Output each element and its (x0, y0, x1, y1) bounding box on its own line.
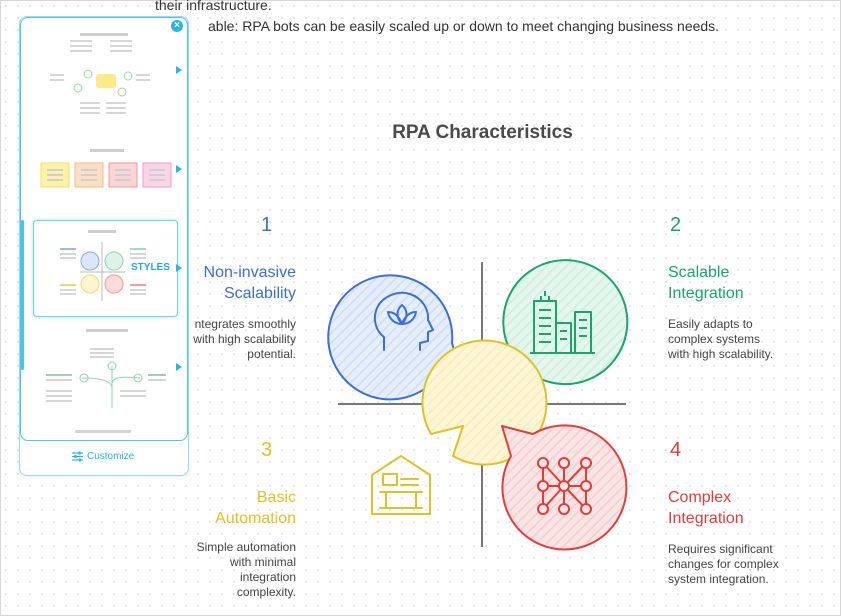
item-2-title-line: Integration (668, 285, 744, 302)
item-3-title-line: Basic (256, 489, 296, 506)
item-2-desc-line: Easily adapts to (668, 317, 753, 331)
style-thumbnail-3-selected[interactable] (33, 220, 178, 317)
item-1-desc-line: with high scalability (193, 332, 296, 346)
item-4-number: 4 (670, 439, 682, 461)
body-text-line: able: RPA bots can be easily scaled up o… (208, 18, 720, 34)
item-3-desc-line: complexity. (236, 585, 296, 599)
item-2-description: Easily adapts to complex systems with hi… (668, 317, 828, 362)
styles-label[interactable]: STYLES (131, 262, 170, 273)
item-4-desc-line: Requires significant (668, 542, 773, 556)
buildings-icon (530, 291, 595, 354)
item-3-desc-line: integration (239, 570, 296, 584)
style-thumbnail-2[interactable] (38, 145, 173, 195)
close-icon[interactable]: × (171, 20, 183, 32)
network-nodes-icon (537, 457, 592, 515)
item-3-description: Simple automation with minimal integrati… (150, 540, 296, 600)
body-text-line: their infrastructure. (155, 0, 272, 13)
style-thumbnail-list (20, 17, 188, 441)
item-4-title-line: Complex (668, 489, 732, 506)
item-2-title: Scalable Integration (668, 262, 818, 304)
item-1-title-line: Non-invasive (203, 264, 296, 281)
customize-button[interactable]: Customize (20, 442, 188, 472)
item-2-desc-line: complex systems (668, 332, 761, 346)
item-1-title: Non-invasive Scalability (150, 262, 296, 304)
thumbnail-5-peek (75, 430, 131, 433)
style-thumbnail-3-preview (60, 230, 146, 301)
item-4-desc-line: changes for complex (668, 557, 779, 571)
customize-label: Customize (87, 451, 135, 462)
item-1-desc-line: ntegrates smoothly (194, 317, 296, 331)
house-workstation-icon (371, 455, 431, 515)
chevron-right-icon[interactable] (176, 264, 182, 272)
style-thumbnail-4[interactable] (40, 326, 170, 410)
item-1-desc-line: potential. (247, 347, 296, 361)
item-1-title-line: Scalability (223, 285, 296, 302)
item-2-desc-line: with high scalability. (668, 347, 774, 361)
chevron-right-icon[interactable] (176, 66, 182, 74)
diagram-title: RPA Characteristics (392, 122, 573, 143)
item-3-title: Basic Automation (150, 487, 296, 529)
head-lotus-icon (373, 292, 434, 351)
item-2-title-line: Scalable (668, 264, 730, 281)
panel-scrollbar[interactable] (21, 220, 24, 370)
item-3-desc-line: with minimal (229, 555, 296, 569)
item-1-description: ntegrates smoothly with high scalability… (150, 317, 296, 362)
item-1-number: 1 (261, 214, 273, 236)
item-4-title: Complex Integration (668, 487, 818, 529)
chevron-right-icon[interactable] (176, 165, 182, 173)
item-3-title-line: Automation (215, 510, 296, 527)
chevron-right-icon[interactable] (176, 363, 182, 371)
item-3-number: 3 (261, 439, 273, 461)
item-2-number: 2 (670, 214, 682, 236)
item-4-description: Requires significant changes for complex… (668, 542, 828, 587)
item-4-title-line: Integration (668, 510, 744, 527)
style-thumbnail-1[interactable] (40, 30, 170, 120)
bubble-1 (327, 274, 464, 401)
item-3-desc-line: Simple automation (196, 540, 296, 554)
item-4-desc-line: system integration. (668, 572, 769, 586)
sliders-icon (72, 451, 83, 465)
